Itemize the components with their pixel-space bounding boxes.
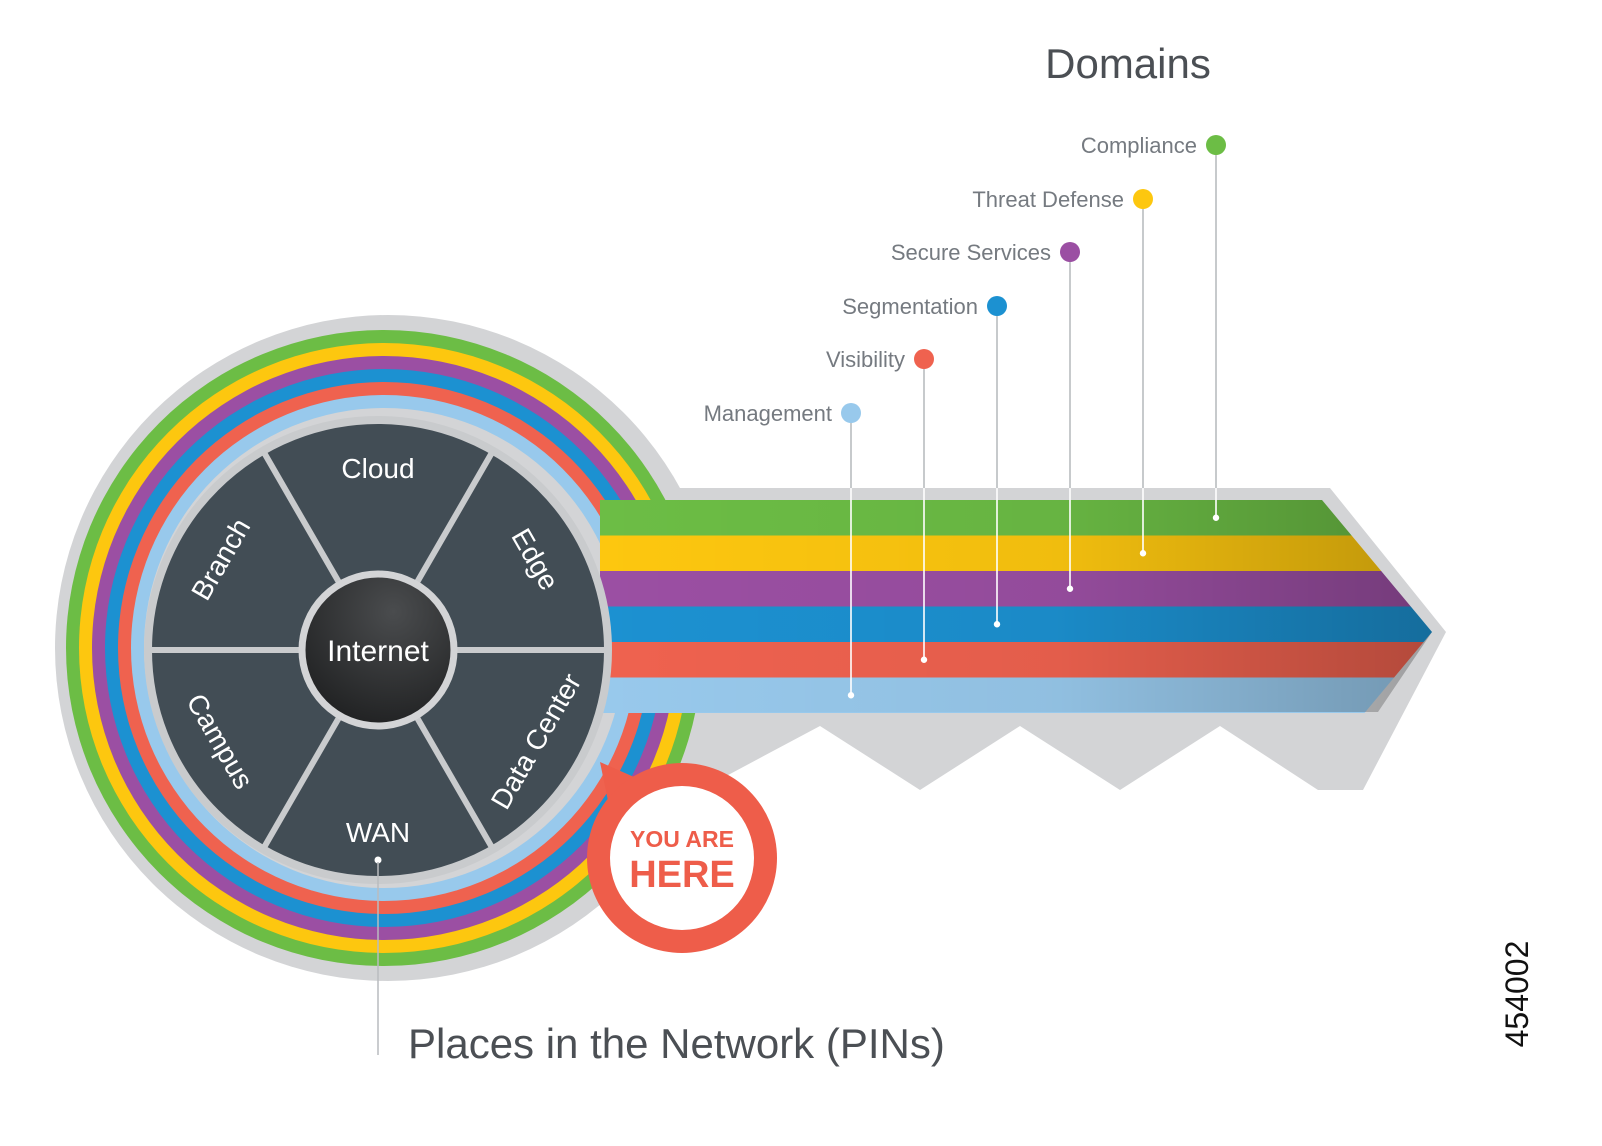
pin-label-wan: WAN [346, 817, 410, 848]
leader-end-dot-compliance [1212, 514, 1220, 521]
leader-end-dot-visibility [920, 656, 928, 663]
pin-label-cloud: Cloud [341, 453, 414, 484]
callout-label-management: Management [704, 401, 832, 426]
badge-line1: YOU ARE [630, 826, 734, 852]
callout-dot-management [841, 403, 861, 423]
callout-dot-visibility [914, 349, 934, 369]
figure-number: 454002 [1499, 941, 1535, 1048]
callout-label-segmentation: Segmentation [842, 294, 978, 319]
callout-label-visibility: Visibility [826, 347, 905, 372]
leader-end-dot-segmentation [993, 621, 1001, 628]
wheel-spoke-3 [261, 714, 343, 849]
internet-hub-label: Internet [327, 635, 429, 668]
leader-end-dot-secure-services [1066, 585, 1074, 592]
callout-dot-threat-defense [1133, 189, 1153, 209]
leader-end-dot-management [847, 692, 855, 699]
wan-pin-dot [374, 856, 382, 864]
callout-label-threat-defense: Threat Defense [972, 187, 1124, 212]
callout-dot-segmentation [987, 296, 1007, 316]
leader-end-dot-threat-defense [1139, 550, 1147, 557]
badge-line2: HERE [629, 854, 735, 896]
callout-dot-compliance [1206, 135, 1226, 155]
internet-hub [298, 570, 458, 730]
wheel-spokes [150, 451, 606, 849]
callout-dot-secure-services [1060, 242, 1080, 262]
stripe-shading [600, 500, 1432, 712]
callout-label-secure-services: Secure Services [891, 240, 1051, 265]
pins-title: Places in the Network (PINs) [408, 1020, 945, 1067]
wheel-spoke-2 [413, 714, 495, 849]
badge-inner [610, 786, 754, 930]
wheel-spoke-6 [413, 451, 495, 586]
domains-title: Domains [1045, 40, 1211, 87]
wheel-spoke-5 [261, 451, 343, 586]
you-are-here-badge: YOU ARE HERE [587, 762, 777, 953]
callout-label-compliance: Compliance [1081, 133, 1197, 158]
